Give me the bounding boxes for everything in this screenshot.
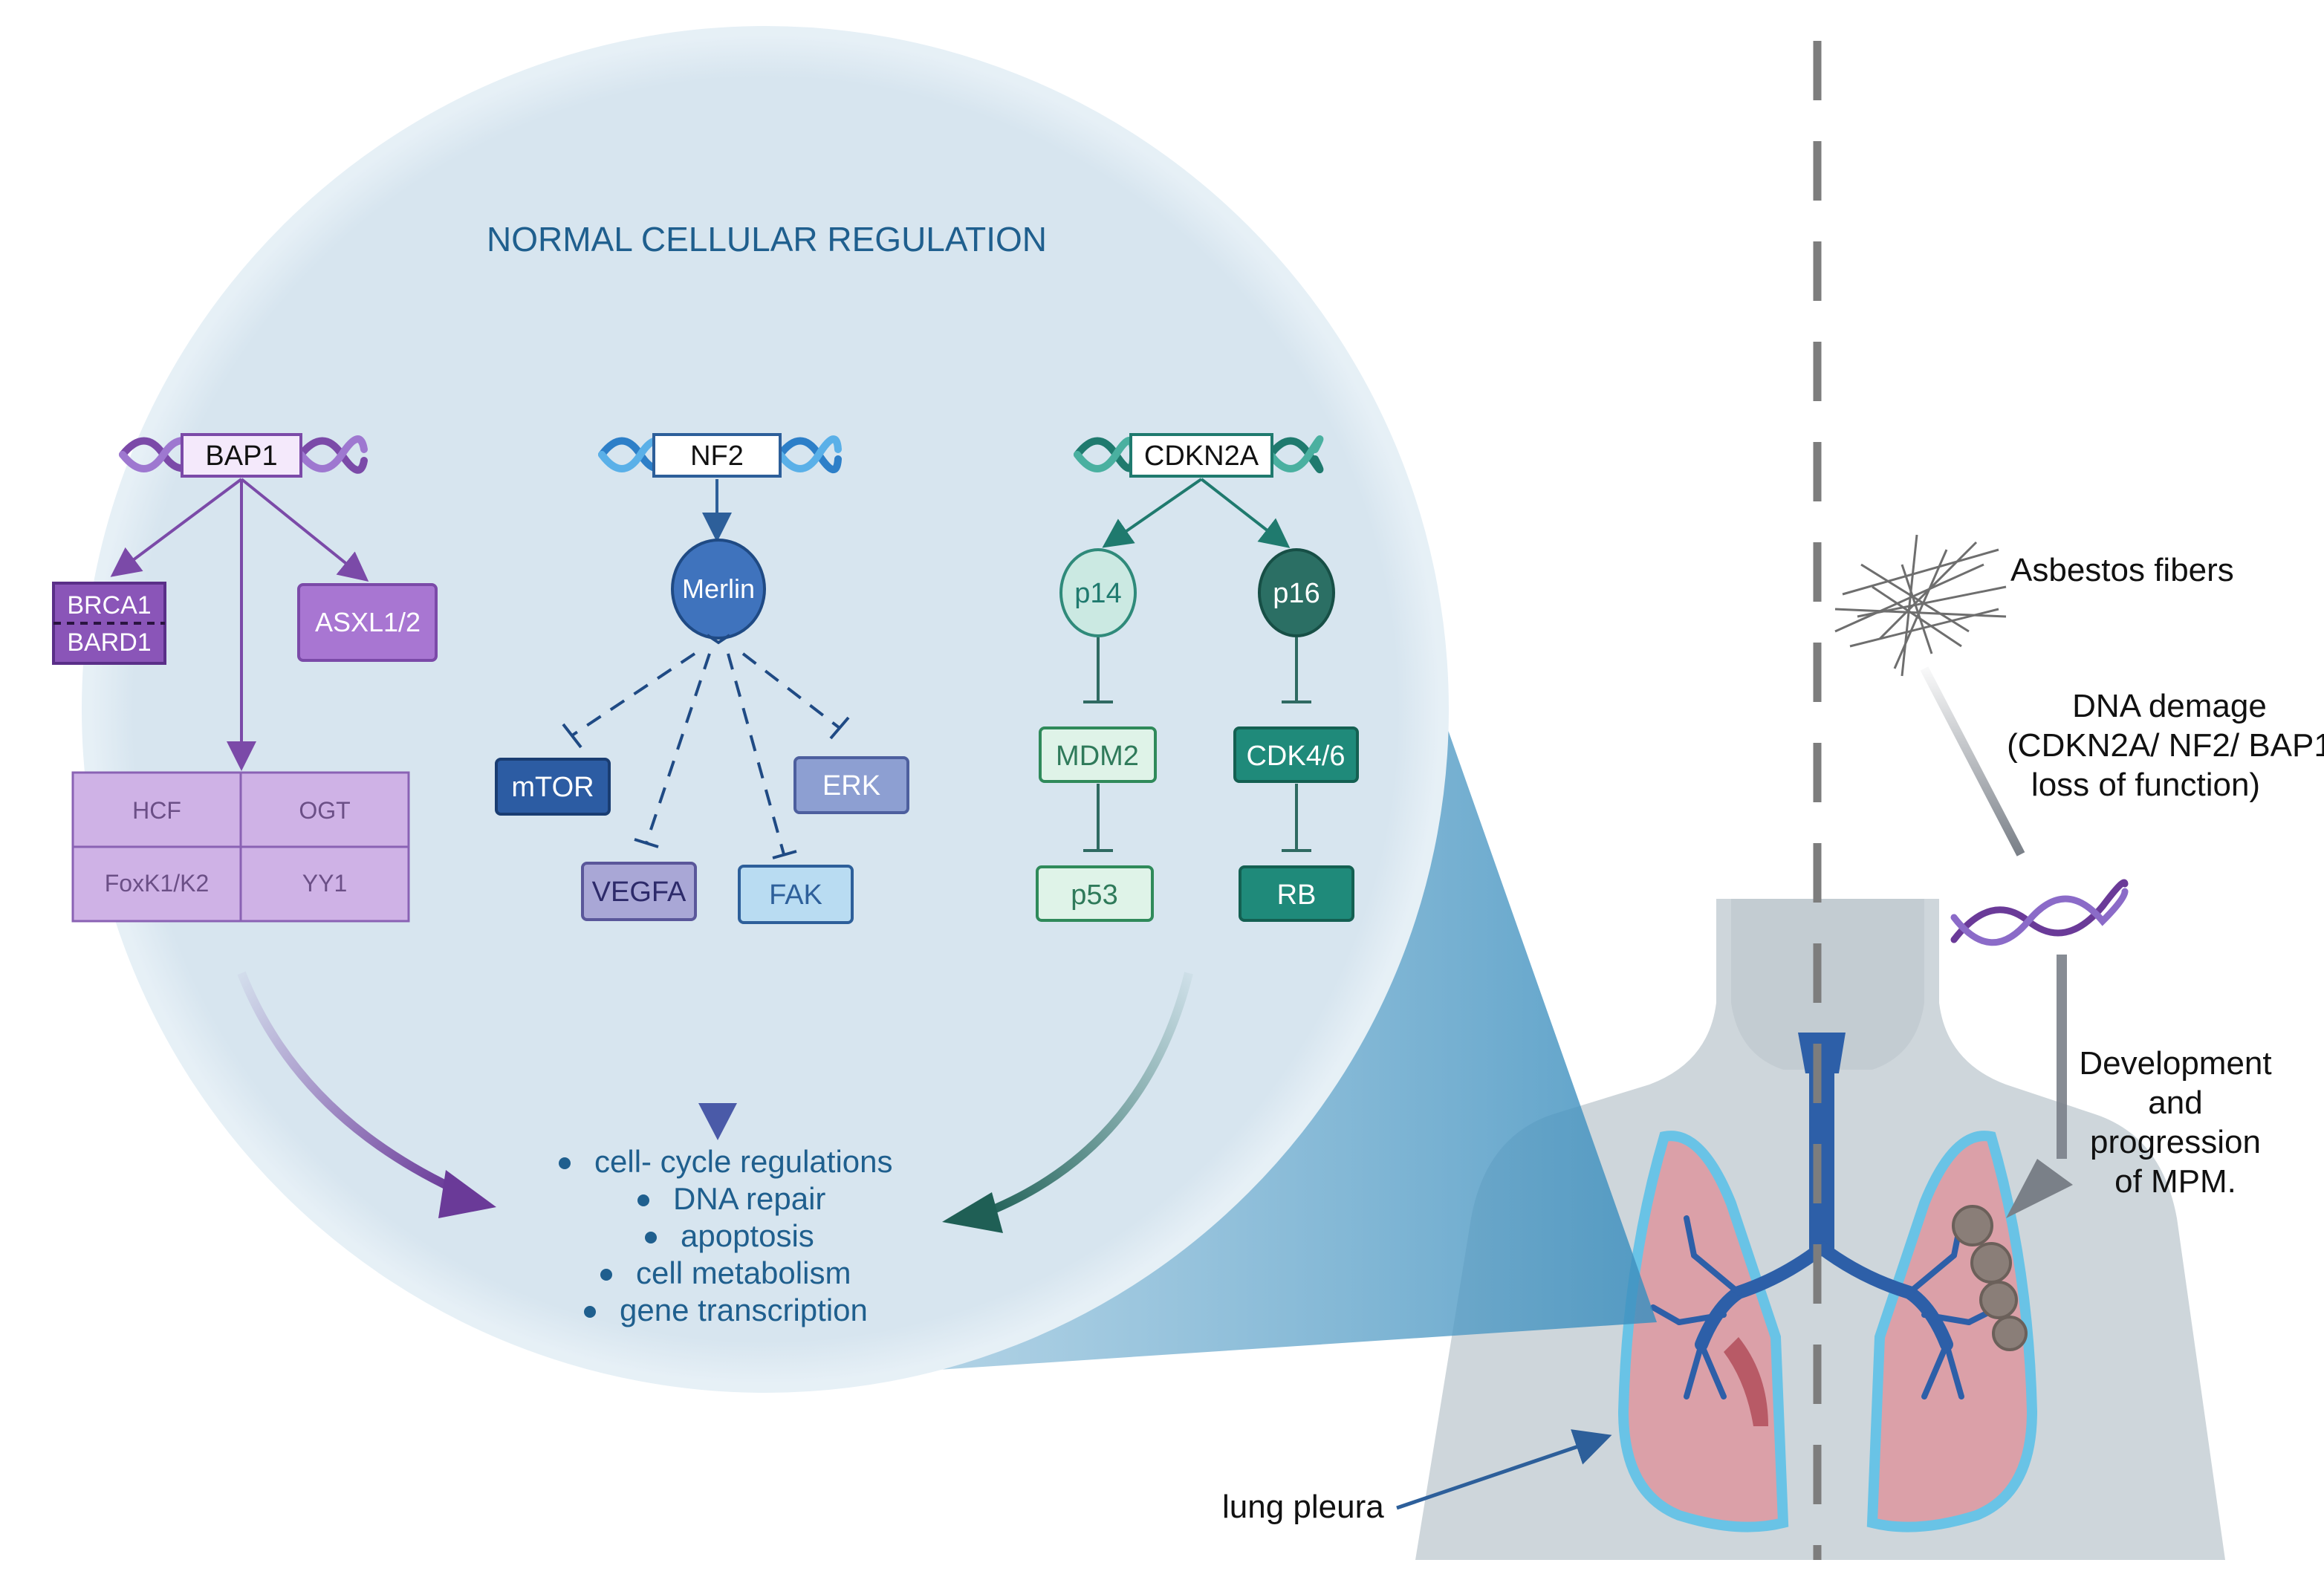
yy1-label: YY1 <box>302 870 347 897</box>
dna-damage-line: DNA demage <box>2072 688 2267 724</box>
brca1-label: BRCA1 <box>67 591 151 620</box>
normal-regulation-circle <box>82 26 1449 1393</box>
foxk-label: FoxK1/K2 <box>105 870 210 897</box>
function-item: DNA repair <box>673 1181 825 1216</box>
circle-title: NORMAL CELLULAR REGULATION <box>487 220 1047 259</box>
dna-damage-line: loss of function) <box>2031 767 2260 803</box>
development-line: and <box>2148 1085 2202 1121</box>
bap1-branch: BAP1 BRCA1 BARD1 ASXL1/2 HCF OGT FoxK1/K… <box>52 433 438 923</box>
asxl-label: ASXL1/2 <box>315 607 421 637</box>
vegfa-box <box>581 862 697 921</box>
erk-box <box>793 756 909 814</box>
damaged-dna-icon <box>1950 864 2129 946</box>
lung-pleura-label: lung pleura <box>1222 1489 1384 1525</box>
mdm2-label: MDM2 <box>1056 741 1139 772</box>
merlin-node <box>671 539 766 640</box>
p16-node <box>1258 548 1335 637</box>
vegfa-label: VEGFA <box>592 877 687 908</box>
bap1-gene-box <box>181 433 302 478</box>
bap1-complex: HCF OGT FoxK1/K2 YY1 <box>71 771 410 923</box>
function-item: cell metabolism <box>636 1255 851 1290</box>
mdm2-box <box>1039 726 1157 783</box>
dna-damage-line: (CDKN2A/ NF2/ BAP1 <box>2007 727 2324 764</box>
merlin-label: Merlin <box>682 573 755 604</box>
function-list: cell- cycle regulations DNA repair apopt… <box>559 1144 893 1327</box>
cdkn2a-gene-label: CDKN2A <box>1144 440 1259 472</box>
lungs-illustration <box>1617 1033 2038 1532</box>
nf2-gene-label: NF2 <box>690 440 744 472</box>
asxl-box <box>297 583 438 662</box>
lung-pleura-arrow <box>1396 1429 1612 1510</box>
p14-node <box>1059 548 1137 637</box>
ogt-label: OGT <box>299 797 350 824</box>
hcf-label: HCF <box>132 797 181 824</box>
mtor-box <box>495 758 611 816</box>
rb-label: RB <box>1277 880 1317 911</box>
cdk46-box <box>1233 726 1359 783</box>
function-item: gene transcription <box>620 1293 868 1327</box>
bard1-label: BARD1 <box>67 628 151 657</box>
cdk46-label: CDK4/6 <box>1246 741 1345 772</box>
rb-box <box>1239 865 1354 922</box>
p16-label: p16 <box>1273 578 1320 609</box>
function-item: apoptosis <box>681 1218 814 1253</box>
fak-label: FAK <box>769 880 822 911</box>
development-line: progression <box>2090 1124 2261 1160</box>
fak-box <box>738 865 854 924</box>
cdkn2a-gene-box <box>1129 433 1273 478</box>
bap1-gene-label: BAP1 <box>205 440 277 472</box>
development-line: Development <box>2079 1045 2271 1082</box>
erk-label: ERK <box>822 770 880 802</box>
p14-label: p14 <box>1074 578 1121 609</box>
nf2-gene-box <box>652 433 782 478</box>
function-item: cell- cycle regulations <box>594 1144 893 1179</box>
asbestos-label: Asbestos fibers <box>2010 552 2234 588</box>
nf2-branch: NF2 Merlin mTOR ERK VEGFA FAK <box>495 433 909 924</box>
p53-label: p53 <box>1071 880 1117 911</box>
mtor-label: mTOR <box>511 772 594 803</box>
converging-arrows <box>237 966 1193 1233</box>
p53-box <box>1036 865 1154 922</box>
cdkn2a-branch: CDKN2A p14 p16 MDM2 CDK4/6 p53 RB <box>1036 433 1359 922</box>
asbestos-fibers-icon <box>1834 534 2007 677</box>
fiber-to-dna-arrow <box>1920 666 2025 856</box>
development-line: of MPM. <box>2114 1163 2236 1200</box>
